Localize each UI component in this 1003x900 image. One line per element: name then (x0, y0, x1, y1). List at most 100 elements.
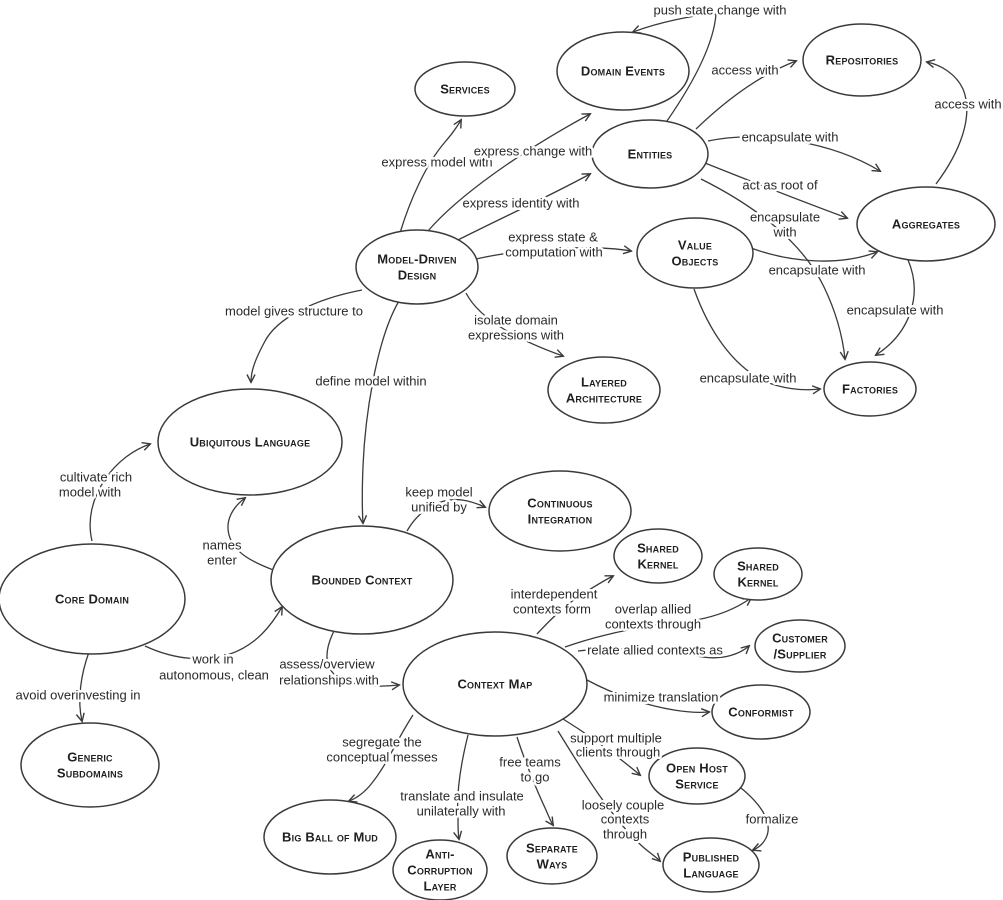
node-ellipse-context-map (402, 631, 588, 737)
edge-assess-overview-relationships-with (326, 630, 399, 686)
edge-encapsulate-with-vo-aggregates (750, 247, 877, 262)
edge-label-minimize-translation: minimize translation (604, 690, 719, 705)
edge-push-state-change-with (633, 13, 717, 122)
edge-encapsulate-with-entities-factories (700, 178, 845, 359)
node-label-bounded-context: Bounded Context (312, 573, 413, 588)
edge-label-model-gives-structure-to: model gives structure to (225, 304, 363, 319)
edge-label-keep-model-unified-by: unified by (411, 500, 467, 515)
edge-label-isolate-domain-expressions-with: expressions with (468, 328, 564, 343)
edge-label-translate-and-insulate-unilaterally-with: translate and insulate (400, 789, 524, 804)
node-label-big-ball-of-mud: Big Ball of Mud (282, 830, 378, 845)
node-label-layered-architecture: Architecture (566, 391, 642, 406)
node-factories: Factories (823, 361, 917, 417)
node-label-conformist: Conformist (728, 705, 794, 720)
edge-label-interdependent-contexts-form: interdependent (511, 587, 598, 602)
node-label-model-driven-design: Model-Driven (377, 252, 456, 267)
node-label-shared-kernel-b: Kernel (737, 575, 778, 590)
edge-label-overlap-allied-contexts-through: contexts through (605, 617, 701, 632)
edge-label-encapsulate-with-entities-factories: with (772, 225, 796, 240)
edge-label-translate-and-insulate-unilaterally-with: unilaterally with (417, 804, 506, 819)
edge-label-loosely-couple-contexts-through: through (603, 827, 647, 842)
edge-act-as-root-of (704, 162, 847, 218)
edge-model-gives-structure-to (251, 289, 363, 382)
node-label-ubiquitous-language: Ubiquitous Language (190, 435, 311, 450)
node-ellipse-conformist (711, 684, 811, 740)
node-ellipse-repositories (802, 23, 922, 97)
edge-label-cultivate-rich-model-with: model with (59, 485, 121, 500)
edge-express-identity-with (449, 174, 590, 245)
edge-express-change-with (427, 114, 590, 232)
edge-keep-model-unified-by (406, 498, 485, 532)
node-label-continuous-integration: Continuous (527, 496, 592, 511)
edge-label-express-state-computation-with: express state & (508, 230, 598, 245)
node-label-entities: Entities (628, 147, 673, 162)
node-ellipse-model-driven-design (355, 229, 479, 305)
edge-label-access-with-aggregates: access with (934, 97, 1001, 112)
node-conformist: Conformist (711, 684, 811, 740)
node-ellipse-shared-kernel-a (613, 528, 703, 584)
edge-support-multiple-clients-through (562, 718, 640, 775)
node-ellipse-core-domain (0, 543, 186, 655)
nodes-layer: Services Domain Events RepositoriesEntitie… (0, 23, 996, 900)
node-ellipse-open-host-service (648, 747, 746, 805)
edge-formalize (740, 787, 769, 850)
edge-label-express-identity-with: express identity with (462, 196, 579, 211)
edge-label-loosely-couple-contexts-through: loosely couple (582, 798, 664, 813)
edge-cultivate-rich-model-with (89, 444, 150, 542)
node-label-domain-events: Domain Events (581, 64, 665, 79)
edge-label-loosely-couple-contexts-through: contexts (601, 812, 650, 827)
node-label-shared-kernel-b: Shared (737, 559, 779, 574)
edge-label-encapsulate-with-aggregates-factories: encapsulate with (847, 303, 944, 318)
edge-label-interdependent-contexts-form: contexts form (513, 602, 591, 617)
edge-label-support-multiple-clients-through: support multiple (570, 731, 662, 746)
node-ellipse-services (414, 61, 516, 117)
node-label-services: Services (440, 82, 490, 97)
node-label-generic-subdomains: Generic (67, 750, 113, 765)
node-ellipse-separate-ways (506, 827, 598, 885)
node-ellipse-big-ball-of-mud (263, 799, 397, 875)
edge-label-assess-overview-relationships-with: relationships with (279, 673, 379, 688)
edge-label-express-model-with: express model with (381, 155, 492, 170)
edge-encapsulate-with-aggregates-factories (876, 259, 915, 355)
node-ubiquitous-language: Ubiquitous Language (157, 388, 343, 496)
edge-label-push-state-change-with: push state change with (654, 3, 787, 18)
node-ellipse-ubiquitous-language (157, 388, 343, 496)
node-ellipse-entities (591, 119, 709, 189)
edge-interdependent-contexts-form (536, 576, 613, 635)
node-repositories: Repositories (802, 23, 922, 97)
node-label-continuous-integration: Integration (528, 512, 593, 527)
edge-label-formalize: formalize (746, 812, 799, 827)
edge-label-free-teams-to-go: free teams (499, 755, 561, 770)
edge-relate-allied-contexts-as (577, 646, 749, 659)
node-label-core-domain: Core Domain (55, 592, 129, 607)
node-ellipse-value-objects (636, 217, 754, 289)
node-ellipse-shared-kernel-b (713, 547, 803, 601)
node-big-ball-of-mud: Big Ball of Mud (263, 799, 397, 875)
edge-label-relate-allied-contexts-as: relate allied contexts as (587, 643, 723, 658)
node-label-factories: Factories (842, 382, 898, 397)
node-label-open-host-service: Open Host (666, 761, 728, 776)
edge-label-encapsulate-with-vo-factories: encapsulate with (700, 371, 797, 386)
node-bounded-context: Bounded Context (270, 525, 454, 635)
edge-label-avoid-overinvesting-in: avoid overinvesting in (15, 688, 140, 703)
edge-label-access-with-entities: access with (711, 63, 778, 78)
node-label-anti-corruption-layer: Corruption (407, 863, 472, 878)
edge-work-in-autonomous-clean (144, 607, 282, 660)
edge-encapsulate-with-entities-aggregates (707, 136, 880, 171)
node-aggregates: Aggregates (856, 186, 996, 262)
edge-define-model-within (362, 300, 400, 523)
edge-label-encapsulate-with-entities-aggregates: encapsulate with (742, 130, 839, 145)
edges-layer (80, 13, 968, 861)
node-label-value-objects: Value (678, 238, 712, 253)
edge-label-segregate-the-conceptual-messes: segregate the (342, 735, 422, 750)
edge-access-with-entities (695, 61, 796, 130)
node-label-layered-architecture: Layered (581, 375, 627, 390)
